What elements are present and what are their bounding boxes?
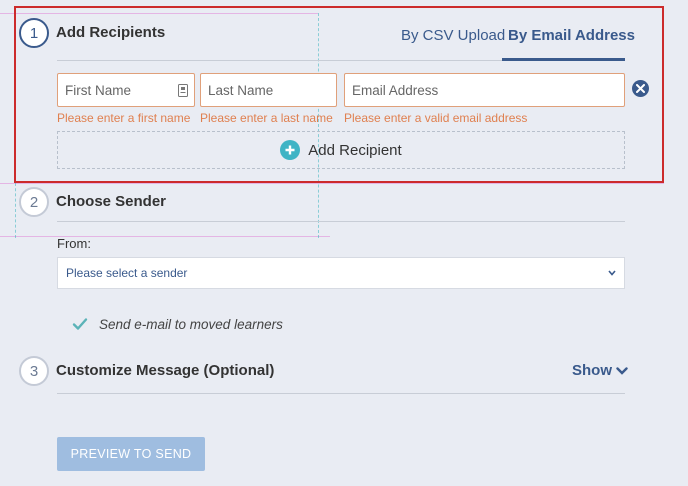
last-name-error: Please enter a last name	[200, 111, 333, 125]
tab-csv-upload[interactable]: By CSV Upload	[401, 27, 506, 44]
first-name-error: Please enter a first name	[57, 111, 191, 125]
step-1-number: 1	[19, 18, 49, 48]
section-highlight-frame	[14, 6, 664, 183]
ghost-line	[0, 13, 318, 14]
section-3-divider	[57, 393, 625, 394]
checkmark-icon[interactable]	[72, 316, 88, 332]
first-name-placeholder: First Name	[65, 82, 132, 98]
ghost-line	[0, 236, 330, 237]
add-recipient-button[interactable]: Add Recipient	[57, 131, 625, 169]
step-3-title: Customize Message (Optional)	[56, 362, 275, 379]
show-label: Show	[572, 362, 612, 379]
ghost-line	[0, 183, 664, 184]
step-1-title: Add Recipients	[56, 24, 166, 41]
preview-to-send-button[interactable]: PREVIEW TO SEND	[57, 437, 205, 471]
first-name-input[interactable]: First Name	[57, 73, 195, 107]
plus-icon	[280, 140, 301, 160]
contact-card-icon	[178, 83, 188, 97]
last-name-placeholder: Last Name	[208, 82, 274, 98]
section-1-divider	[57, 60, 625, 61]
step-2-title: Choose Sender	[56, 193, 167, 210]
last-name-input[interactable]: Last Name	[200, 73, 337, 107]
email-address-input[interactable]: Email Address	[344, 73, 625, 107]
moved-learners-option[interactable]: Send e-mail to moved learners	[72, 316, 283, 332]
step-2-number: 2	[19, 187, 49, 217]
chevron-down-icon	[608, 270, 616, 276]
ghost-line	[318, 13, 319, 238]
sender-select-value: Please select a sender	[66, 266, 188, 280]
sender-select[interactable]: Please select a sender	[57, 257, 625, 289]
email-error: Please enter a valid email address	[344, 111, 528, 125]
chevron-down-icon	[616, 366, 628, 375]
ghost-line	[15, 183, 16, 238]
show-customize-toggle[interactable]: Show	[572, 362, 628, 379]
moved-learners-label: Send e-mail to moved learners	[99, 316, 283, 332]
from-label: From:	[57, 236, 91, 251]
remove-recipient-icon[interactable]	[632, 80, 649, 97]
active-tab-indicator	[502, 58, 625, 61]
email-placeholder: Email Address	[352, 82, 439, 98]
section-2-divider	[57, 221, 625, 222]
add-recipient-label: Add Recipient	[308, 141, 402, 159]
step-3-number: 3	[19, 356, 49, 386]
tab-email-address[interactable]: By Email Address	[508, 27, 635, 44]
